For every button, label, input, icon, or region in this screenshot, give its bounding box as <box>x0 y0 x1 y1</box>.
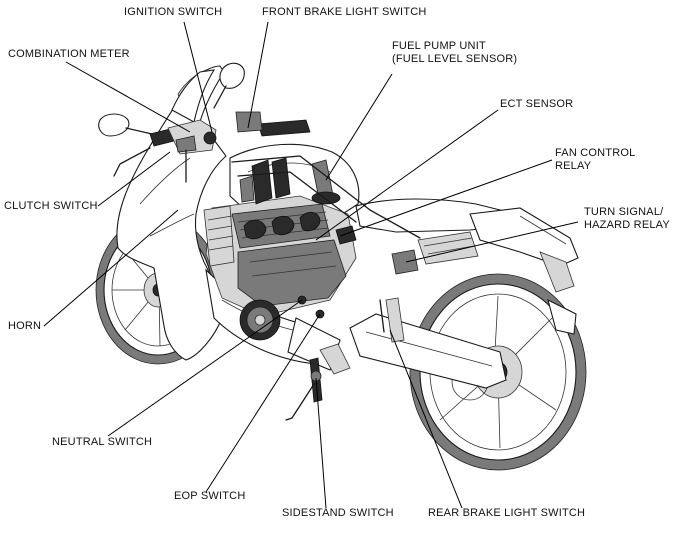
leader-clutch-switch <box>97 151 171 207</box>
label-combination-meter: COMBINATION METER <box>8 48 130 60</box>
label-turn-signal-hazard-relay: TURN SIGNAL/ HAZARD RELAY <box>584 206 670 231</box>
label-sidestand-switch: SIDESTAND SWITCH <box>282 507 394 519</box>
leader-eop-switch <box>205 313 321 493</box>
leader-fuel-pump-unit <box>325 73 393 181</box>
leader-neutral-switch <box>107 299 303 437</box>
leader-fan-control-relay <box>339 159 553 237</box>
leader-ignition-switch <box>183 21 213 133</box>
leader-lines <box>43 21 579 509</box>
label-rear-brake-light-switch: REAR BRAKE LIGHT SWITCH <box>428 507 586 519</box>
leader-rear-brake-light-switch <box>389 329 463 509</box>
label-fan-control-relay: FAN CONTROL RELAY <box>555 147 636 172</box>
leader-sidestand-switch <box>315 377 327 509</box>
leader-ect-sensor <box>315 109 499 241</box>
handlebars-mirrors <box>98 62 311 183</box>
leader-turn-signal-hazard-relay <box>405 221 579 263</box>
leader-combination-meter <box>65 61 191 133</box>
engine <box>203 155 479 421</box>
leader-horn <box>43 209 179 327</box>
leader-front-brake-light-switch <box>247 21 269 129</box>
label-front-brake-light-switch: FRONT BRAKE LIGHT SWITCH <box>262 6 427 18</box>
label-fuel-pump-unit: FUEL PUMP UNIT (FUEL LEVEL SENSOR) <box>392 40 518 65</box>
label-eop-switch: EOP SWITCH <box>174 490 246 502</box>
label-horn: HORN <box>8 320 42 332</box>
label-clutch-switch: CLUTCH SWITCH <box>4 200 98 212</box>
label-ignition-switch: IGNITION SWITCH <box>124 6 223 18</box>
label-neutral-switch: NEUTRAL SWITCH <box>52 436 153 448</box>
label-ect-sensor: ECT SENSOR <box>500 98 574 110</box>
